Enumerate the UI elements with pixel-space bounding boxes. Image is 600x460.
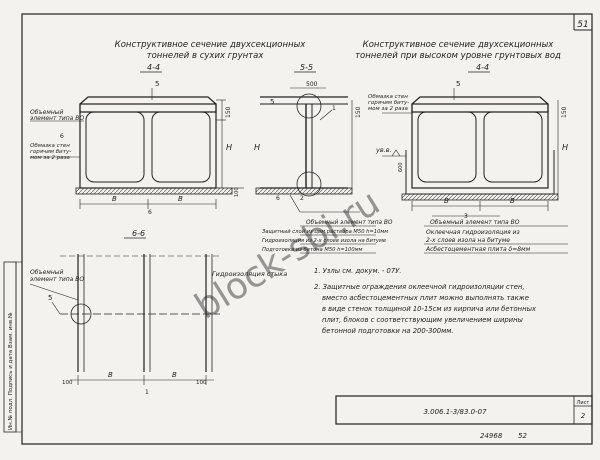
sheet-frame [21, 13, 593, 445]
label-coat-right-2: горячим биту- [368, 100, 409, 106]
notes: 1. Узлы см. докум. - 07У. 2. Защитные ог… [314, 267, 537, 335]
note-2-line2: вместо асбестоцементных плит можно выпол… [322, 294, 529, 302]
svg-text:100: 100 [62, 380, 73, 386]
sheet-label: Лист [577, 400, 590, 406]
note-2-line3: в виде стенок толщиной 10-15см из кирпич… [322, 305, 537, 313]
section-4-4-right: 4-4 5 150 H 600 B B 3 [382, 63, 568, 220]
title-left-line1: Конструктивное сечение двухсекционных [115, 40, 307, 50]
label-coat-left-1: Обмазка стен [30, 143, 70, 149]
note-2-line5: бетонной подготовки на 200-300мм. [322, 327, 454, 335]
sheet-number: 51 [577, 20, 588, 30]
svg-text:5: 5 [270, 98, 274, 106]
note-2-line1: 2. Защитные ограждения оклеечной гидроиз… [314, 283, 524, 291]
callout-55-1: Объемный элемент типа ВО [306, 220, 393, 226]
title-right-line2: тоннелей при высоком уровне грунтовых во… [355, 51, 561, 61]
svg-text:H: H [226, 143, 232, 152]
svg-text:5: 5 [155, 80, 159, 88]
archive-number: 24968 [480, 432, 503, 440]
svg-text:6-6: 6-6 [132, 229, 145, 238]
note-1: 1. Узлы см. докум. - 07У. [314, 267, 401, 275]
label-vol-elem-left-2: элемент типа ВО [30, 115, 84, 122]
svg-text:3: 3 [464, 213, 468, 220]
title-block [335, 395, 593, 425]
svg-text:B: B [108, 371, 113, 379]
callout-right-4: Асбестоцементная плита δ=8мм [425, 246, 531, 253]
svg-text:600: 600 [398, 162, 404, 172]
sheet-no: 2 [581, 412, 586, 420]
svg-text:150: 150 [355, 106, 362, 118]
callout-right-2: Оклеечная гидроизоляция из [426, 229, 520, 236]
label-coat-right-1: Обмазка стен [368, 94, 408, 100]
svg-text:1: 1 [332, 105, 336, 112]
svg-text:H: H [254, 143, 260, 152]
label-vol-elem-left-1: Объемный [30, 109, 64, 116]
svg-text:5: 5 [48, 294, 52, 302]
side-stamp: Ин.№ подл. Подпись и дата Взам. инв.№ [3, 261, 23, 433]
svg-text:150: 150 [561, 106, 568, 118]
svg-text:5-5: 5-5 [300, 63, 313, 72]
callout-right-3: 2-х слоев изола на битуме [426, 237, 510, 244]
svg-text:6: 6 [148, 209, 152, 216]
title-left-line2: тоннелей в сухих грунтах [147, 51, 265, 61]
section-5-5: 5-5 500 5 1 150 H 6 2 [254, 63, 362, 213]
svg-text:Ин.№ подл. Подпись и дата Взам: Ин.№ подл. Подпись и дата Взам. инв.№ [8, 312, 14, 430]
svg-text:B: B [510, 197, 515, 205]
svg-text:B: B [112, 195, 117, 203]
note-2-line4: плит, блоков с соответствующим увеличени… [322, 316, 524, 324]
archive-page: 52 [518, 432, 527, 440]
svg-text:100: 100 [234, 187, 240, 197]
label-coat-left-2: горячим биту- [30, 149, 71, 155]
svg-text:4-4: 4-4 [476, 63, 489, 72]
label-coat-right-3: мом за 2 раза [368, 106, 408, 112]
label-coat-left-3: мом за 2 раза [30, 155, 70, 161]
callout-55-4: Подготовка из бетона М50 h=100мм [262, 247, 363, 253]
svg-text:6: 6 [276, 195, 280, 202]
svg-text:B: B [444, 197, 449, 205]
svg-text:6: 6 [60, 133, 64, 140]
section-6-6: 6-6 5 100 100 B B 1 [29, 229, 220, 396]
svg-text:1: 1 [145, 389, 149, 396]
label-uvv: ув.в. [375, 146, 392, 154]
svg-text:150: 150 [225, 106, 232, 118]
svg-text:500: 500 [306, 81, 318, 88]
svg-text:100: 100 [196, 380, 207, 386]
callout-right-1: Объемный элемент типа ВО [430, 219, 520, 226]
label-vol-elem-66-2: элемент типа ВО [30, 276, 84, 283]
svg-text:5: 5 [456, 80, 460, 88]
callouts-5-5: Объемный элемент типа ВО Защитный слой и… [262, 220, 393, 254]
svg-text:2: 2 [300, 195, 304, 202]
callout-55-2: Защитный слой из цем.раствора М50 h=10мм [262, 229, 388, 235]
title-right-line1: Конструктивное сечение двухсекционных [363, 40, 555, 50]
svg-text:B: B [172, 371, 177, 379]
label-joint-waterproof: Гидроизоляция стыка [212, 270, 287, 278]
svg-text:4-4: 4-4 [147, 63, 160, 72]
footer-code: 3.006.1-3/83.0-07 [423, 408, 487, 416]
section-4-4-left: 4-4 5 150 H 100 B B 6 6 [30, 63, 244, 216]
callouts-right: Объемный элемент типа ВО Оклеечная гидро… [424, 219, 568, 254]
callout-55-3: Гидроизоляция из 2-х слоев изола на биту… [262, 238, 386, 244]
label-vol-elem-66-1: Объемный [30, 269, 64, 276]
svg-text:H: H [562, 143, 568, 152]
svg-text:B: B [178, 195, 183, 203]
